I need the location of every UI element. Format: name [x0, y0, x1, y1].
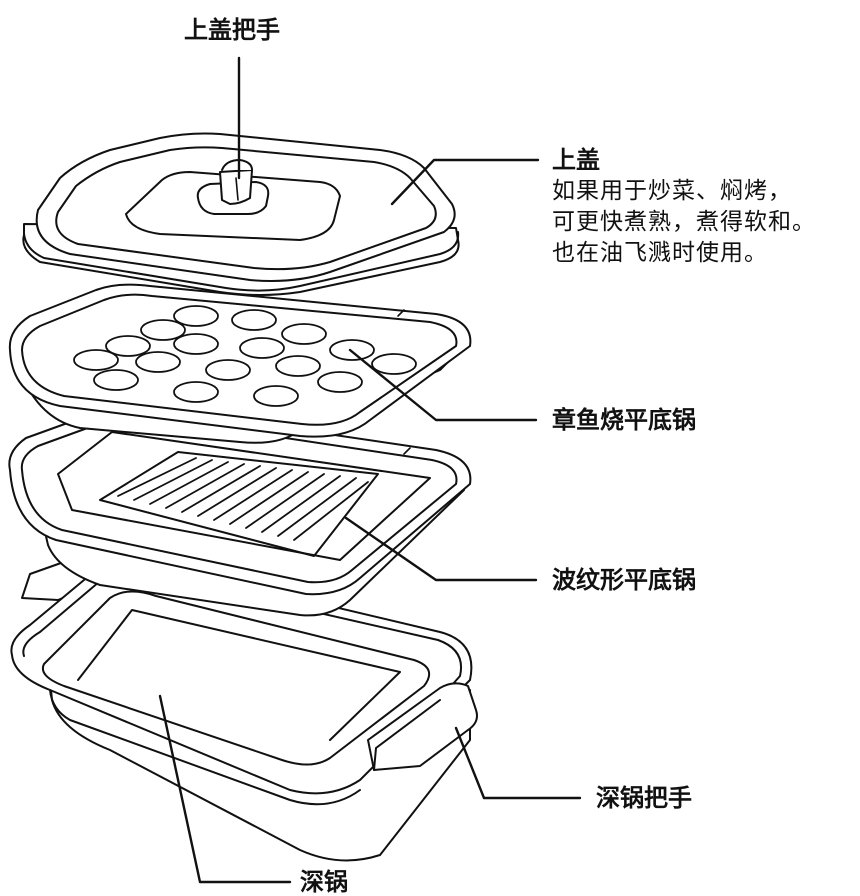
lid-description-line: 可更快煮熟，煮得软和。 [552, 209, 816, 235]
lid-handle-knob [196, 159, 270, 215]
label-deep-pot-handle: 深锅把手 [596, 784, 692, 812]
deep-pot [10, 551, 478, 862]
deep-pot-right-handle [367, 682, 478, 771]
leader-grill [344, 516, 538, 582]
lid-description-line: 也在油飞溅时使用。 [552, 240, 768, 266]
label-lid-handle: 上盖把手 [184, 16, 280, 44]
lid-description: 如果用于炒菜、焖烤， 可更快煮熟，煮得软和。 也在油飞溅时使用。 [552, 176, 816, 269]
label-lid: 上盖 [552, 146, 600, 174]
grill-plate [8, 405, 472, 617]
leader-lid [390, 158, 540, 206]
lid-description-line: 如果用于炒菜、焖烤， [552, 178, 792, 204]
leader-deep-pot [158, 694, 292, 884]
leader-deep-pot-handle [454, 726, 582, 800]
leader-lines [158, 56, 582, 884]
label-deep-pot: 深锅 [300, 868, 348, 896]
label-takoyaki-plate: 章鱼烧平底锅 [552, 406, 696, 434]
leader-takoyaki [348, 348, 538, 422]
takoyaki-plate [8, 283, 472, 444]
label-grill-plate: 波纹形平底锅 [552, 566, 696, 594]
grill-ridges [117, 457, 369, 541]
takoyaki-wells [73, 305, 417, 407]
